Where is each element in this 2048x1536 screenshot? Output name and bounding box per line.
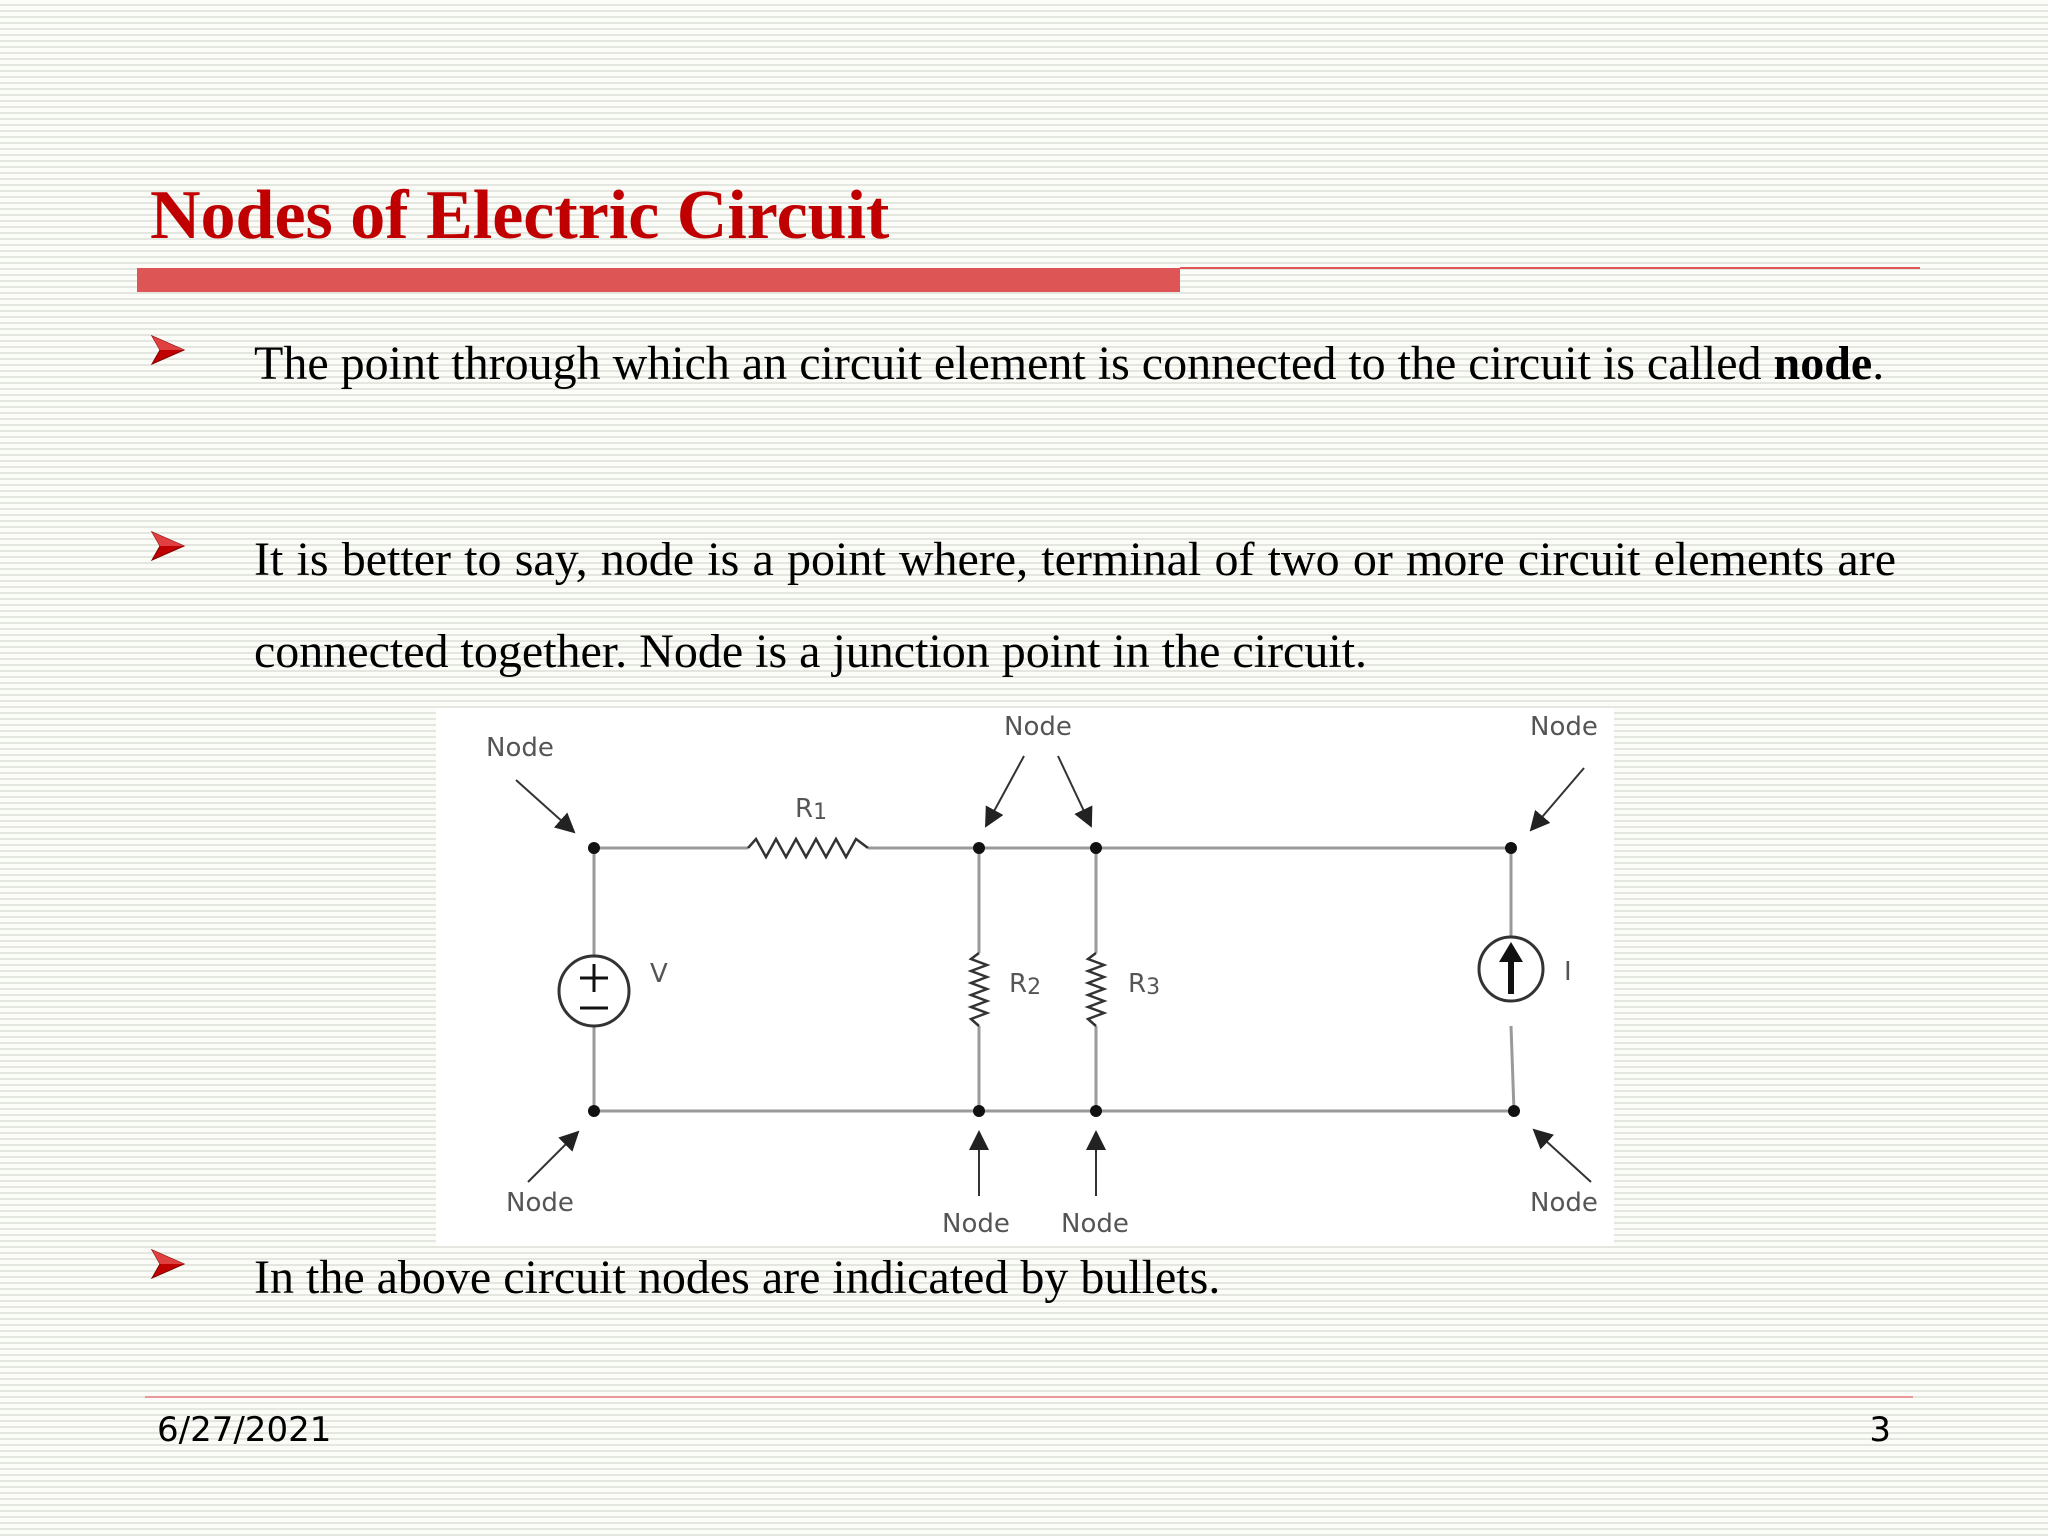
footer-divider — [145, 1396, 1913, 1398]
voltage-label: V — [650, 959, 668, 989]
current-label: I — [1564, 957, 1572, 987]
page-number: 3 — [1869, 1410, 1891, 1450]
node-label: Node — [506, 1188, 574, 1218]
node-label: Node — [942, 1209, 1010, 1239]
resistor-r1 — [747, 836, 869, 860]
r3-subscript: 3 — [1146, 975, 1160, 1000]
node-label: Node — [486, 733, 554, 763]
node-label: Node — [1530, 712, 1598, 742]
bullet-text-2: It is better to say, node is a point whe… — [254, 533, 1896, 678]
node-label: Node — [1530, 1188, 1598, 1218]
title-underline-thin — [1180, 267, 1920, 269]
bullet-1-text: The point through which an circuit eleme… — [254, 337, 1774, 390]
node-arrows — [515, 755, 1592, 1196]
node-dot — [1508, 1105, 1520, 1117]
node-label: Node — [1004, 712, 1072, 742]
bullet-1-bold: node — [1773, 337, 1873, 390]
node-dot — [588, 1105, 600, 1117]
node-dot — [1090, 842, 1102, 854]
r2-subscript: 2 — [1027, 975, 1041, 1000]
resistor-r3 — [1084, 952, 1108, 1027]
r2-letter: R — [1009, 969, 1027, 999]
circuit-svg: V I — [486, 712, 1598, 1239]
r1-subscript: 1 — [813, 800, 827, 825]
arrow-bullet-icon — [150, 334, 186, 366]
r2-label: R2 — [1009, 969, 1041, 1000]
bullet-text-1: The point through which an circuit eleme… — [254, 318, 1896, 410]
footer-date: 6/27/2021 — [157, 1410, 332, 1450]
arrow-bullet-icon — [150, 530, 186, 562]
r1-letter: R — [795, 794, 813, 824]
circuit-diagram: V I — [436, 708, 1614, 1246]
voltage-source — [557, 954, 631, 1028]
title-underline-thick — [137, 268, 1180, 292]
node-dots — [588, 842, 1520, 1117]
circuit-wires — [592, 846, 1516, 1113]
current-source — [1477, 935, 1545, 1003]
r3-label: R3 — [1128, 969, 1160, 1000]
slide-title: Nodes of Electric Circuit — [150, 177, 890, 254]
bullet-1-tail: . — [1872, 337, 1885, 390]
node-dot — [973, 1105, 985, 1117]
arrow-bullet-icon — [150, 1248, 186, 1280]
node-label: Node — [1061, 1209, 1129, 1239]
resistor-r2 — [967, 952, 991, 1027]
bullet-text-3: In the above circuit nodes are indicated… — [254, 1251, 1221, 1304]
node-dot — [1090, 1105, 1102, 1117]
node-dot — [1505, 842, 1517, 854]
node-dot — [973, 842, 985, 854]
r3-letter: R — [1128, 969, 1146, 999]
node-dot — [588, 842, 600, 854]
r1-label: R1 — [795, 794, 827, 825]
